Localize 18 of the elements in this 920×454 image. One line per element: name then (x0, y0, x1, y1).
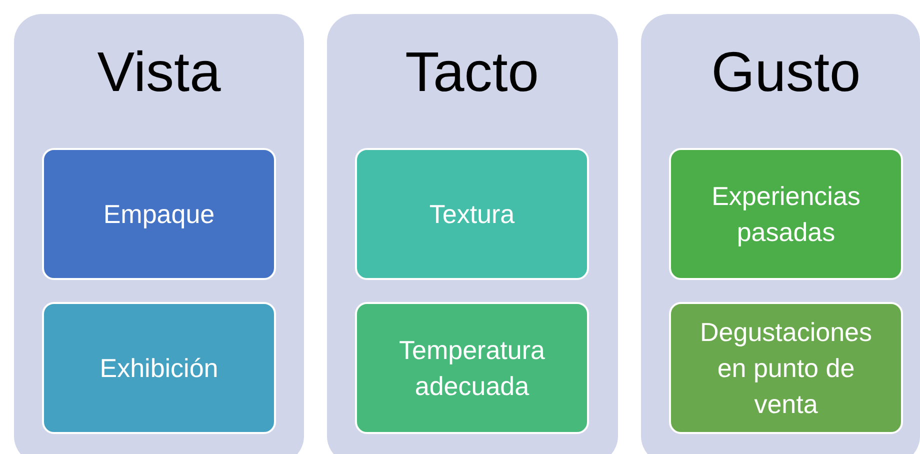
item-label: Exhibición (100, 352, 218, 385)
item-box (669, 302, 903, 434)
panel-title: Tacto (404, 40, 540, 104)
item-label: Textura (429, 198, 515, 231)
panel-title: Vista (96, 40, 222, 104)
item-box (669, 148, 903, 280)
category-panel (641, 14, 920, 454)
item-box (42, 148, 276, 280)
item-box (355, 302, 589, 434)
category-panel (14, 14, 304, 454)
item-label: Empaque (103, 198, 215, 231)
item-label: Degustaciones en punto de venta (699, 316, 873, 421)
item-box (355, 148, 589, 280)
item-box (42, 302, 276, 434)
panel-title: Gusto (710, 40, 862, 104)
category-panel (327, 14, 618, 454)
item-label: Temperatura adecuada (398, 334, 546, 403)
item-label: Experiencias pasadas (710, 180, 862, 249)
